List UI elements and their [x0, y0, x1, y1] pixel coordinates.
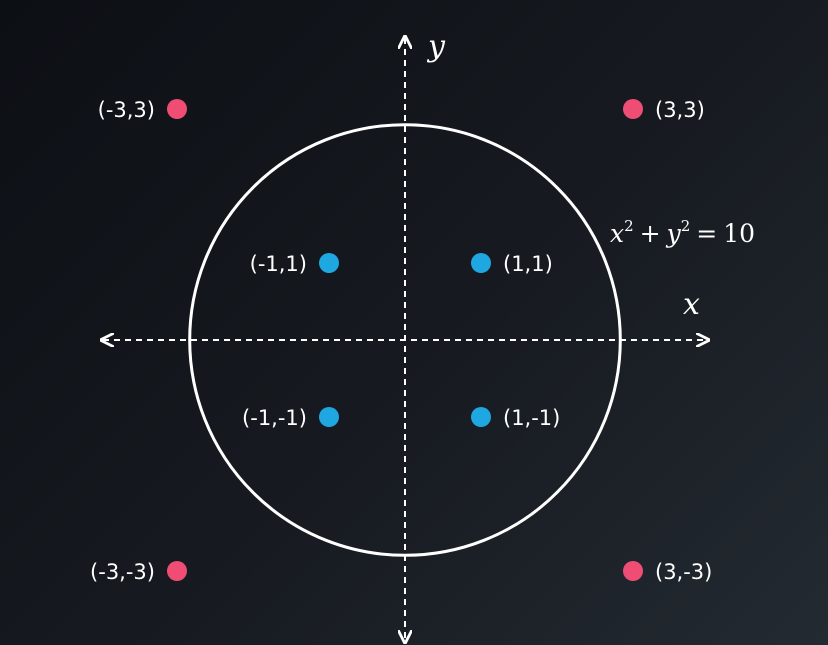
point-label: (3,-3)	[655, 560, 712, 584]
point-inner	[319, 253, 339, 273]
point-label: (1,-1)	[503, 406, 560, 430]
point-label: (3,3)	[655, 98, 705, 122]
circle-boundary	[188, 123, 622, 557]
y-axis-label: y	[426, 29, 446, 64]
point-inner	[471, 253, 491, 273]
point-outer	[623, 99, 643, 119]
point-outer	[167, 99, 187, 119]
point-label: (-1,-1)	[242, 406, 307, 430]
point-outer	[623, 561, 643, 581]
point-inner	[471, 407, 491, 427]
point-label: (1,1)	[503, 252, 553, 276]
x-axis-label: x	[683, 287, 700, 322]
point-label: (-1,1)	[250, 252, 307, 276]
point-outer	[167, 561, 187, 581]
points-layer: (-3,3) (3,3) (-1,1) (1,1) (-1,-1) (1,-1) (-3,-…	[90, 98, 712, 584]
point-label: (-3,-3)	[90, 560, 155, 584]
circle-equation: x2+y2=10	[610, 217, 755, 248]
point-label: (-3,3)	[98, 98, 155, 122]
point-inner	[319, 407, 339, 427]
